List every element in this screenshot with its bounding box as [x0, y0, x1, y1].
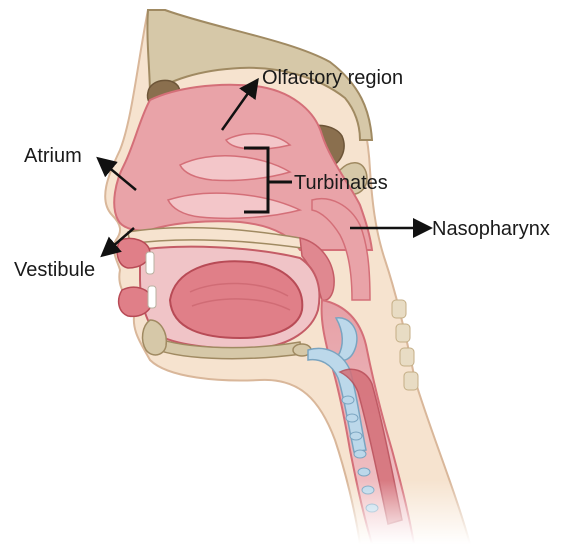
label-nasopharynx: Nasopharynx [432, 218, 550, 240]
label-atrium: Atrium [24, 145, 82, 167]
lower-lip [119, 287, 152, 316]
label-turbinates: Turbinates [294, 172, 388, 194]
lower-incisor [148, 286, 156, 308]
label-vestibule: Vestibule [14, 259, 95, 281]
label-olfactory-region: Olfactory region [262, 67, 403, 89]
bottom-fade [300, 480, 500, 544]
upper-incisor [146, 252, 154, 274]
